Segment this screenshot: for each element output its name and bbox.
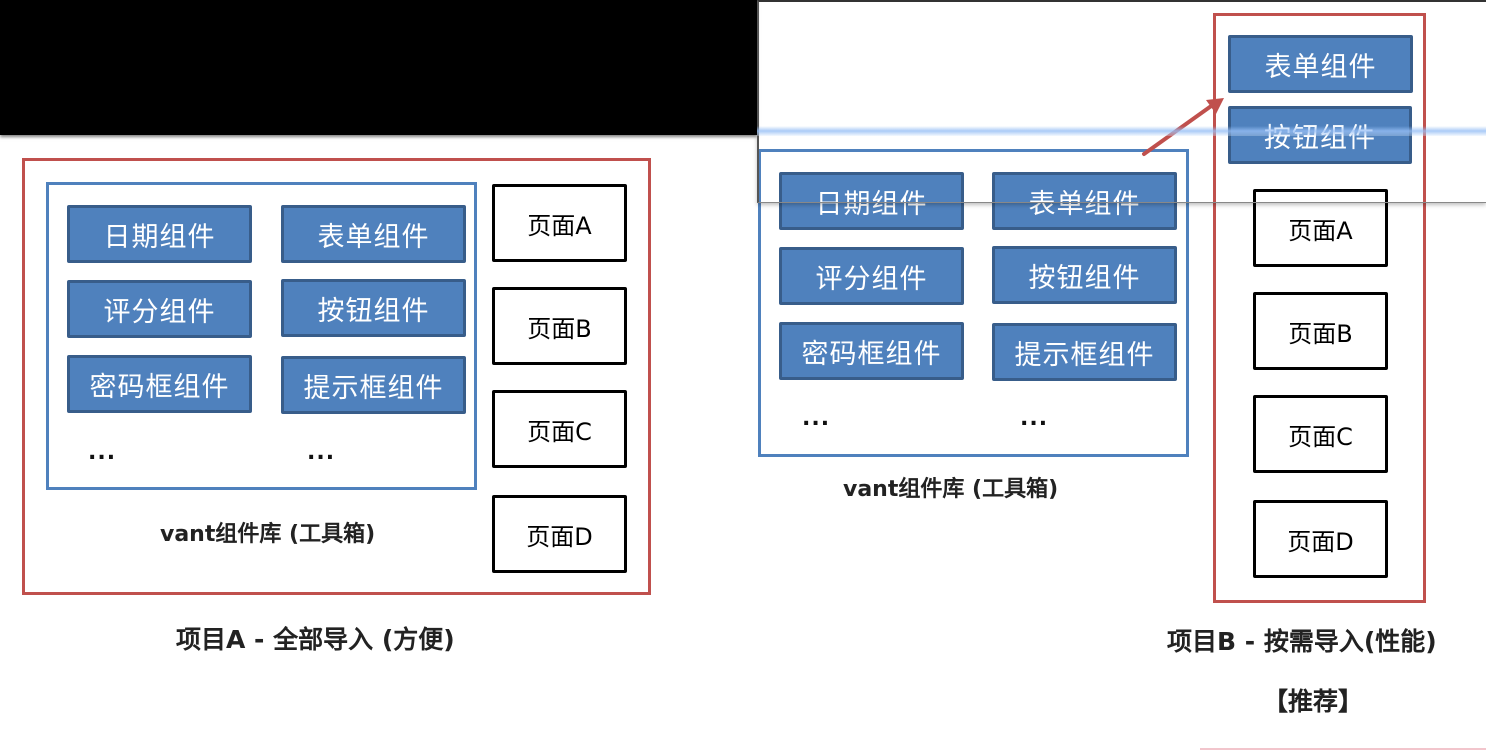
black-occlusion-bar <box>0 0 757 135</box>
bottom-divider <box>1200 748 1486 750</box>
project-a-page-c: 页面C <box>492 390 627 468</box>
import-arrow-head <box>1206 98 1224 114</box>
project-b-component-rate: 评分组件 <box>779 247 964 305</box>
project-b-component-button: 按钮组件 <box>992 246 1177 304</box>
project-b-page-a: 页面A <box>1253 189 1388 267</box>
project-b-frame <box>1213 13 1426 603</box>
project-b-recommend: 【推荐】 <box>1263 687 1364 716</box>
project-a-component-password: 密码框组件 <box>67 355 252 413</box>
project-a-library-frame <box>46 182 477 490</box>
project-a-component-button: 按钮组件 <box>281 279 466 337</box>
project-a-ellipsis-left: ... <box>88 440 117 465</box>
project-a-library-label: vant组件库 (工具箱) <box>160 522 376 547</box>
import-arrow <box>1142 98 1224 156</box>
project-b-library-frame <box>758 149 1189 457</box>
project-b-ellipsis-right: ... <box>1020 406 1049 431</box>
project-b-component-date: 日期组件 <box>779 172 964 230</box>
project-a-component-form: 表单组件 <box>281 205 466 263</box>
project-b-page-c: 页面C <box>1253 395 1388 473</box>
project-b-component-password: 密码框组件 <box>779 322 964 380</box>
import-arrow-shaft <box>1142 102 1216 156</box>
project-b-imported-button: 按钮组件 <box>1228 106 1412 164</box>
project-a-frame <box>22 158 651 595</box>
project-b-page-d: 页面D <box>1253 500 1388 578</box>
project-a-page-a: 页面A <box>492 184 627 262</box>
project-a-page-b: 页面B <box>492 287 627 365</box>
project-b-component-form: 表单组件 <box>992 172 1177 230</box>
project-b-ellipsis-left: ... <box>802 406 831 431</box>
project-b-library-label: vant组件库 (工具箱) <box>843 477 1059 502</box>
project-b-imported-form: 表单组件 <box>1228 35 1413 93</box>
project-a-page-d: 页面D <box>492 495 627 573</box>
project-a-component-date: 日期组件 <box>67 205 252 263</box>
project-b-caption: 项目B - 按需导入(性能) <box>1167 627 1437 656</box>
project-a-component-toast: 提示框组件 <box>281 356 466 414</box>
project-a-caption: 项目A - 全部导入 (方便) <box>176 625 455 654</box>
project-a-ellipsis-right: ... <box>307 440 336 465</box>
project-a-component-rate: 评分组件 <box>67 280 252 338</box>
project-b-component-toast: 提示框组件 <box>992 323 1177 381</box>
project-b-page-b: 页面B <box>1253 292 1388 370</box>
